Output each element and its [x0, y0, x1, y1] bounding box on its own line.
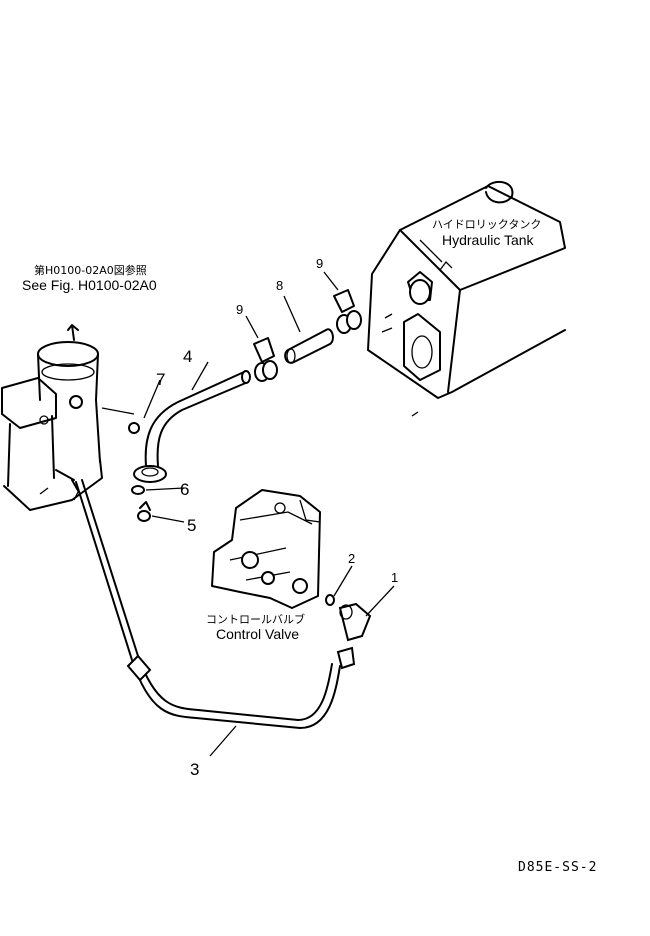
- clamp-9-left: [253, 337, 278, 382]
- callout-4: 4: [183, 347, 193, 366]
- o-ring-7: [128, 422, 140, 434]
- ref-label-en: See Fig. H0100-02A0: [22, 277, 157, 293]
- control-valve: [211, 489, 321, 609]
- elbow-1: [338, 602, 372, 642]
- callout-7: 7: [156, 370, 166, 389]
- filter-assembly: [1, 324, 103, 511]
- callout-3: 3: [190, 760, 200, 779]
- ref-label-jp: 第H0100-02A0図参照: [34, 264, 147, 277]
- callout-6: 6: [180, 480, 190, 499]
- callout-8: 8: [276, 278, 284, 293]
- callout-1: 1: [391, 570, 399, 585]
- callout-5: 5: [187, 516, 197, 535]
- hose-8: [284, 328, 334, 364]
- hose-3: [75, 479, 356, 729]
- pipe-4: [133, 370, 251, 483]
- tank-label-en: Hydraulic Tank: [442, 232, 534, 248]
- leader-lines: [101, 239, 443, 757]
- hydraulic-tank: [367, 180, 566, 417]
- washer-6: [131, 485, 145, 495]
- tank-label-jp: ハイドロリックタンク: [432, 218, 542, 231]
- valve-label-jp: コントロールバルブ: [206, 613, 305, 626]
- bolt-5: [137, 501, 151, 522]
- valve-label-en: Control Valve: [216, 626, 300, 642]
- callout-2: 2: [348, 551, 356, 566]
- clamp-9-right: [333, 289, 362, 334]
- callout-9-left: 9: [236, 302, 244, 317]
- o-ring-2: [325, 594, 335, 606]
- drawing-code: D85E-SS-2: [518, 860, 598, 875]
- callout-9-right: 9: [316, 256, 324, 271]
